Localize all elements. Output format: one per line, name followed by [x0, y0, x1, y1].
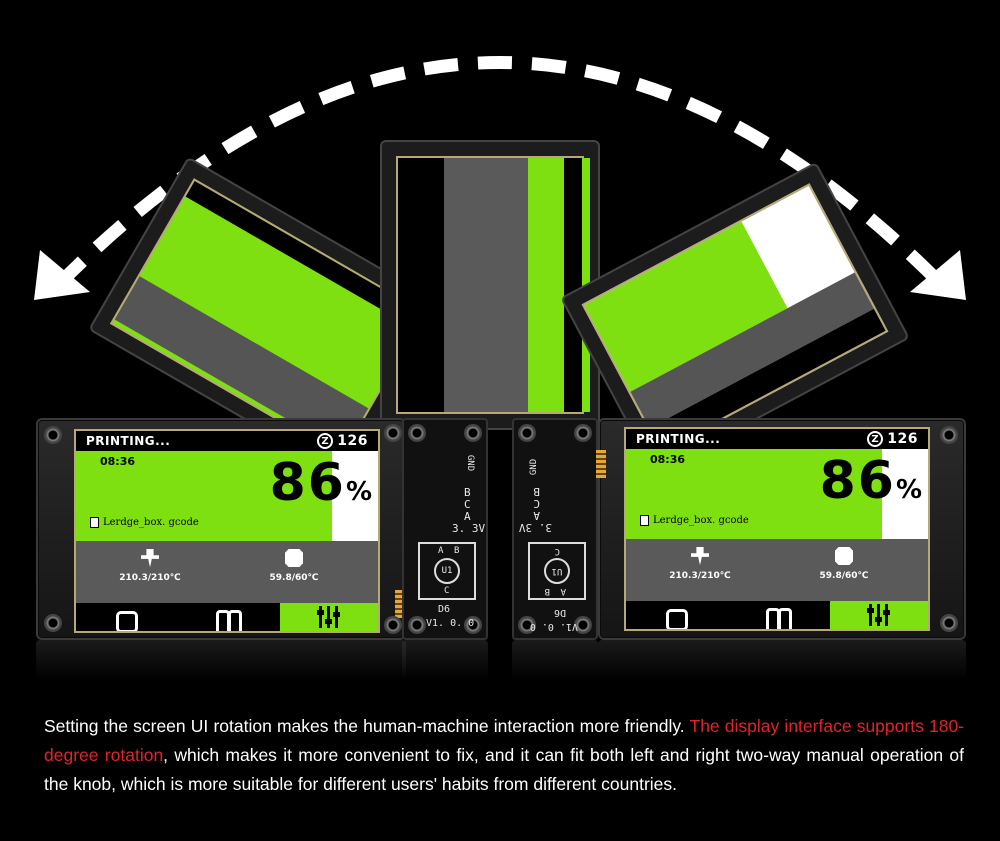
- pcb-label-d6: D6: [438, 604, 451, 615]
- progress-sign-right: %: [895, 475, 922, 505]
- bed-icon: [285, 549, 303, 567]
- reflection-right: [598, 640, 966, 680]
- reflection-pcb-right: [512, 640, 598, 680]
- file-icon: [640, 515, 649, 526]
- print-time: 08:36: [100, 455, 136, 468]
- nozzle-icon: [141, 549, 159, 567]
- bed-icon: [835, 547, 853, 565]
- status-label-right: PRINTING...: [636, 432, 721, 446]
- encoder-footprint: A B U1 C: [418, 542, 476, 600]
- filename: Lerdge_box. gcode: [103, 517, 199, 528]
- z-circle-icon: Z: [867, 431, 884, 447]
- filename-row: Lerdge_box. gcode: [90, 517, 199, 528]
- pcb-board-right: V1. 0. 0 D6 A B U1 C 3. 3V A C B GND: [512, 418, 598, 640]
- counter-group-right: Z 126: [867, 431, 918, 447]
- reflection-pcb-left: [402, 640, 488, 680]
- tune-sliders-icon: [867, 604, 891, 626]
- counter-value: 126: [337, 433, 368, 449]
- lcd-screen-left: PRINTING... Z 126 08:36 86 % Lerdge_box.…: [74, 429, 380, 633]
- counter-value-right: 126: [887, 431, 918, 447]
- lcd-module-left: PRINTING... Z 126 08:36 86 % Lerdge_box.…: [36, 418, 406, 640]
- stop-icon[interactable]: [666, 609, 688, 629]
- pause-icon[interactable]: [766, 608, 792, 629]
- lcd-screen-right: PRINTING... Z 126 08:36 86 % Lerdge_box.…: [624, 427, 930, 631]
- pcb-label-version: V1. 0. 0: [426, 618, 475, 629]
- tune-button-right[interactable]: [830, 601, 928, 629]
- nozzle-icon: [691, 547, 709, 565]
- filename-row-right: Lerdge_box. gcode: [640, 515, 749, 526]
- rotated-screen-center: [380, 140, 600, 430]
- nozzle-temp-right: 210.3/210℃: [669, 571, 731, 581]
- pause-icon[interactable]: [216, 610, 242, 631]
- progress-value-right: 86: [819, 451, 896, 511]
- bed-temp-block-right: 59.8/60℃: [794, 547, 894, 581]
- bed-temp: 59.8/60℃: [269, 573, 319, 583]
- progress-readout-right: 86 %: [820, 455, 922, 507]
- caption-highlight: The display interface supports 180-degre…: [44, 716, 964, 765]
- pcb-label-c: C: [464, 498, 471, 511]
- nozzle-temp-block: 210.3/210℃: [100, 549, 200, 583]
- file-icon: [90, 517, 99, 528]
- description-caption: Setting the screen UI rotation makes the…: [44, 712, 964, 799]
- arrow-left-icon: [34, 250, 90, 300]
- pcb-board-left: GND B C A 3. 3V A B U1 C D6 V1. 0. 0: [402, 418, 488, 640]
- bed-temp-block: 59.8/60℃: [244, 549, 344, 583]
- status-label: PRINTING...: [86, 434, 171, 448]
- pcb-label-b: B: [464, 486, 471, 499]
- nozzle-temp-block-right: 210.3/210℃: [650, 547, 750, 581]
- tune-button[interactable]: [280, 603, 378, 631]
- reflection-left: [36, 640, 406, 680]
- arrow-right-icon: [910, 250, 966, 300]
- bed-temp-right: 59.8/60℃: [819, 571, 869, 581]
- caption-part2: , which makes it more convenient to fix,…: [44, 745, 964, 794]
- pcb-label-gnd: GND: [465, 454, 476, 472]
- filename-right: Lerdge_box. gcode: [653, 515, 749, 526]
- caption-part1: Setting the screen UI rotation makes the…: [44, 716, 690, 736]
- progress-readout: 86 %: [270, 457, 372, 509]
- counter-group: Z 126: [317, 433, 368, 449]
- print-time-right: 08:36: [650, 453, 686, 466]
- pcb-label-version-rot: V1. 0. 0: [529, 621, 578, 632]
- nozzle-temp: 210.3/210℃: [119, 573, 181, 583]
- pcb-label-d6-rot: D6: [553, 607, 566, 618]
- pcb-label-3v3: 3. 3V: [452, 522, 486, 535]
- tune-sliders-icon: [317, 606, 341, 628]
- encoder-footprint-rot: A B U1 C: [528, 542, 586, 600]
- progress-sign: %: [345, 477, 372, 507]
- z-circle-icon: Z: [317, 433, 334, 449]
- status-bar-right: PRINTING... Z 126: [626, 429, 928, 449]
- stop-icon[interactable]: [116, 611, 138, 631]
- progress-value: 86: [269, 453, 346, 513]
- lcd-module-right: PRINTING... Z 126 08:36 86 % Lerdge_box.…: [596, 418, 966, 640]
- encoder-u1: U1: [434, 558, 460, 584]
- status-bar: PRINTING... Z 126: [76, 431, 378, 451]
- pcb-label-a: A: [464, 510, 471, 523]
